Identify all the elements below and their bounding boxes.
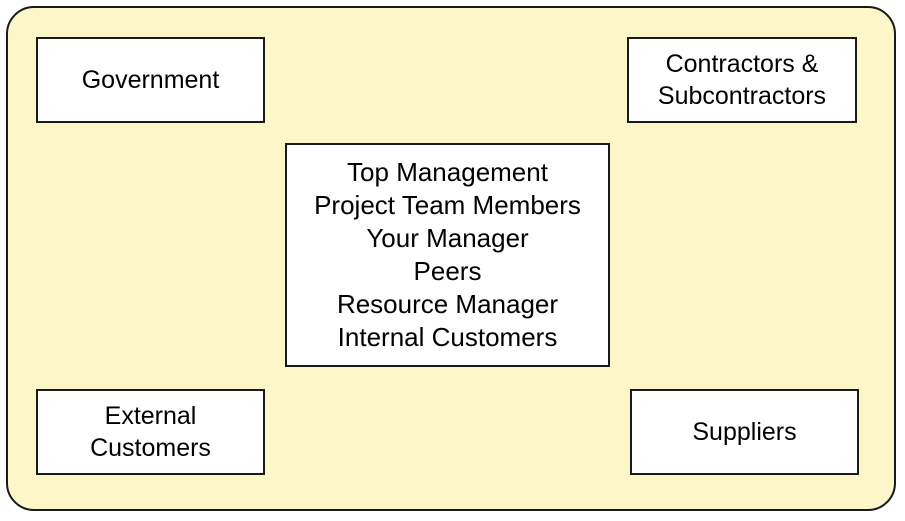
suppliers-box: Suppliers (630, 389, 859, 475)
external-customers-label-line-1: External (104, 402, 197, 430)
external-customers-label-line-2: Customers (90, 434, 211, 462)
government-box: Government (36, 37, 265, 123)
contractors-box: Contractors & Subcontractors (627, 37, 857, 123)
internal-item-internal-customers: Internal Customers (337, 322, 558, 352)
contractors-label-line-1: Contractors & (665, 50, 819, 78)
internal-item-project-team-members: Project Team Members (314, 190, 581, 220)
internal-item-resource-manager: Resource Manager (336, 289, 559, 319)
internal-item-your-manager: Your Manager (366, 223, 529, 253)
internal-stakeholders-box: Top Management Project Team Members Your… (285, 143, 610, 367)
government-label: Government (81, 66, 220, 94)
external-customers-box: External Customers (36, 389, 265, 475)
internal-item-top-management: Top Management (347, 157, 548, 187)
suppliers-label: Suppliers (692, 418, 797, 446)
internal-item-peers: Peers (413, 256, 482, 286)
contractors-label-line-2: Subcontractors (657, 82, 827, 110)
